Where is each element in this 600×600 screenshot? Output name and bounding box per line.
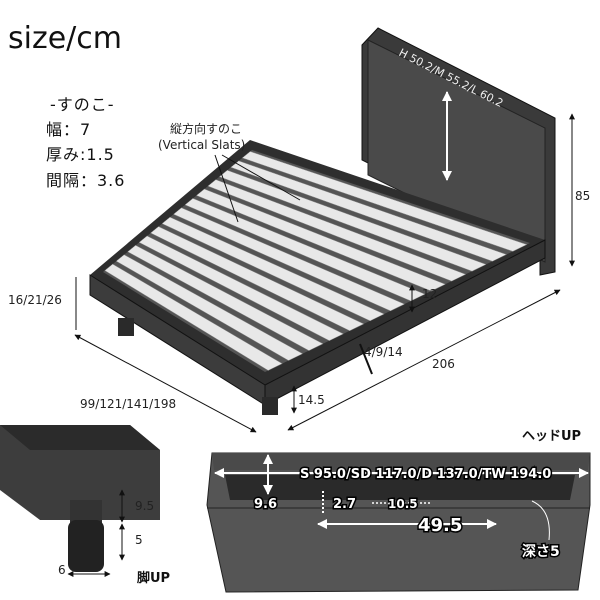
leg-detail-title: 脚UP [137, 570, 170, 586]
leg-detail: 9.5 5 6 脚UP [0, 425, 170, 586]
head-slot-10-5: 10.5 [388, 497, 418, 511]
head-detail-title: ヘッドUP [522, 429, 581, 444]
slat-gap: 4/9/14 [364, 345, 403, 359]
rail-height: 12 [422, 287, 437, 301]
leg-left [118, 318, 134, 336]
slat-callout-en: (Vertical Slats) [158, 138, 245, 152]
slat [241, 151, 528, 252]
slat-spec-spacing: 間隔：3.6 [46, 171, 125, 190]
leg-front [262, 397, 278, 415]
slat [218, 169, 487, 272]
leg-height: 14.5 [298, 393, 325, 407]
head-shelf-49-5: 49.5 [418, 515, 462, 536]
head-depth-9-6: 9.6 [254, 497, 277, 512]
leg-lower: 5 [135, 533, 143, 547]
head-depth-label: 深さ5 [522, 543, 560, 560]
slat-spec-thickness: 厚み:1.5 [46, 145, 115, 164]
length-dim [287, 289, 561, 431]
head-width-label: S 95.0/SD 117.0/D 137.0/TW 194.0 [300, 467, 551, 482]
slat-spec-heading: -すのこ- [50, 95, 115, 114]
page-title: size/cm [8, 21, 122, 56]
slat [207, 179, 467, 282]
width-dim [74, 334, 257, 433]
leg-diameter: 6 [58, 563, 66, 577]
head-detail: ヘッドUP S 95.0/SD 117.0/D 137.0/TW 194.0 9… [206, 429, 591, 593]
callout-line [214, 154, 239, 223]
length: 206 [432, 357, 455, 371]
leg-upper: 9.5 [135, 499, 154, 513]
slat-spec-width: 幅：7 [46, 120, 91, 139]
callout-line [221, 154, 301, 201]
frame-height: 16/21/26 [8, 293, 62, 307]
slat-callout-jp: 縦方向すのこ [170, 121, 242, 136]
head-depth-2-7: 2.7 [333, 497, 356, 512]
slat [195, 188, 446, 292]
total-height: 85 [575, 189, 590, 203]
widths: 99/121/141/198 [80, 397, 176, 411]
